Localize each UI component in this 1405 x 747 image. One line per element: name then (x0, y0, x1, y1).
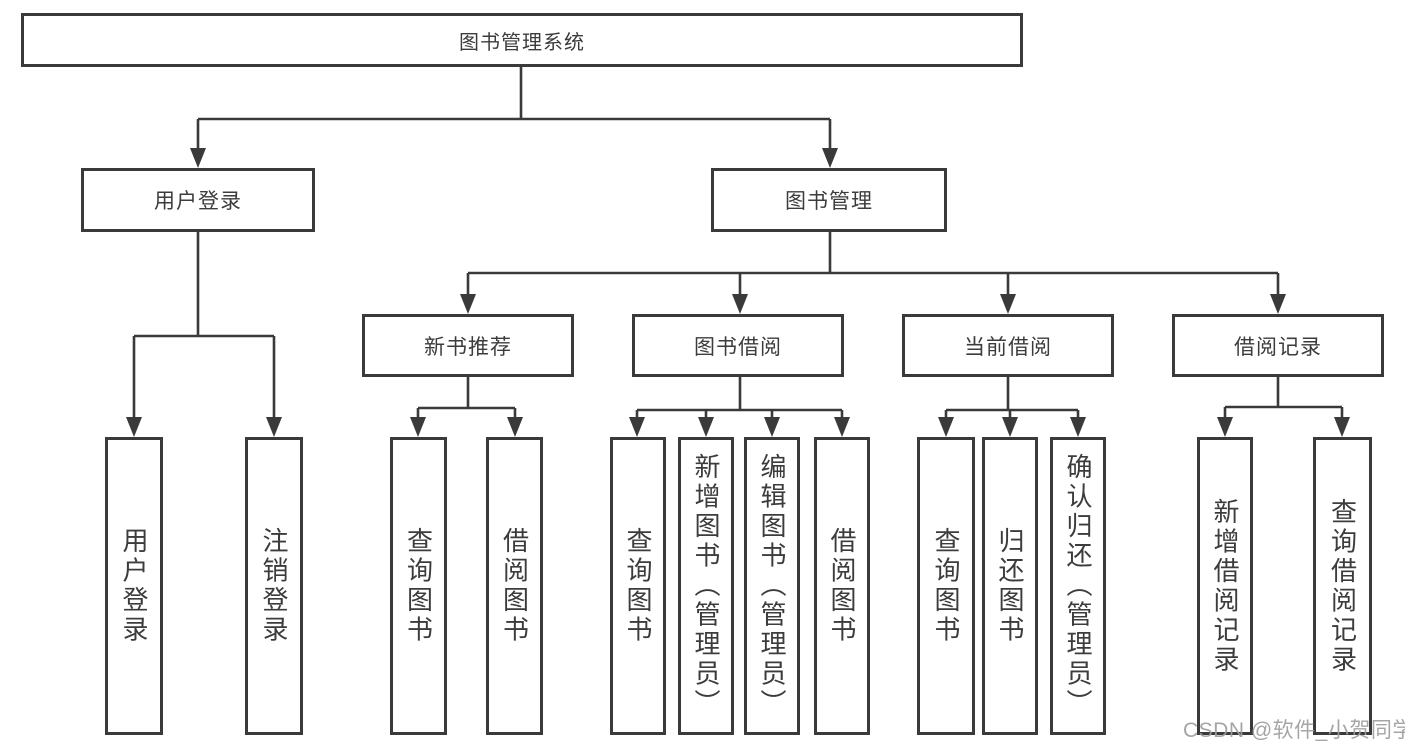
leaf-confirm-return-admin: 确认归还（管理员） (1050, 437, 1106, 735)
leaf-query-borrow-record: 查询借阅记录 (1313, 437, 1372, 735)
node-borrowing-records-label: 借阅记录 (1234, 335, 1322, 359)
leaf-return-book-label: 归还图书 (995, 527, 1025, 645)
leaf-confirm-return-admin-label: 确认归还（管理员） (1063, 453, 1093, 719)
leaf-user-login-label: 用户登录 (119, 527, 149, 645)
node-borrowing-records: 借阅记录 (1172, 314, 1384, 377)
node-book-borrowing: 图书借阅 (632, 314, 844, 377)
leaf-user-login: 用户登录 (105, 437, 163, 735)
leaf-borrow-books-borrowing-label: 借阅图书 (827, 527, 857, 645)
leaf-return-book: 归还图书 (982, 437, 1038, 735)
leaf-borrow-books-recommend: 借阅图书 (486, 437, 543, 735)
connector-new-book-children (410, 377, 523, 437)
leaf-borrow-books-recommend-label: 借阅图书 (499, 527, 530, 645)
leaf-add-borrow-record: 新增借阅记录 (1197, 437, 1253, 735)
connector-current-borrowing-children (938, 377, 1086, 437)
connector-records-children (1217, 377, 1350, 437)
leaf-query-books-borrowing-label: 查询图书 (623, 527, 653, 645)
leaf-query-books-recommend-label: 查询图书 (403, 527, 434, 645)
node-new-book-recommend-label: 新书推荐 (424, 335, 512, 359)
leaf-logout-label: 注销登录 (259, 527, 289, 645)
connector-book-borrowing-children (629, 377, 850, 437)
leaf-query-books-current: 查询图书 (917, 437, 975, 735)
leaf-add-book-admin: 新增图书（管理员） (678, 437, 734, 735)
connector-user-login-children (126, 232, 282, 437)
node-new-book-recommend: 新书推荐 (362, 314, 574, 377)
node-library-system-label: 图书管理系统 (459, 31, 585, 54)
leaf-query-books-borrowing: 查询图书 (610, 437, 666, 735)
node-user-login-label: 用户登录 (154, 190, 242, 213)
leaf-edit-book-admin-label: 编辑图书（管理员） (757, 453, 787, 719)
leaf-query-books-recommend: 查询图书 (390, 437, 447, 735)
leaf-edit-book-admin: 编辑图书（管理员） (744, 437, 800, 735)
leaf-add-book-admin-label: 新增图书（管理员） (691, 453, 721, 719)
leaf-logout: 注销登录 (245, 437, 303, 735)
leaf-query-borrow-record-label: 查询借阅记录 (1327, 497, 1358, 675)
node-current-borrowing: 当前借阅 (902, 314, 1114, 377)
connector-root-to-level2 (190, 66, 838, 168)
leaf-query-books-current-label: 查询图书 (931, 527, 961, 645)
node-user-login: 用户登录 (81, 168, 315, 232)
node-book-borrowing-label: 图书借阅 (694, 335, 782, 359)
node-library-system: 图书管理系统 (21, 13, 1023, 67)
node-book-management: 图书管理 (711, 168, 947, 232)
node-current-borrowing-label: 当前借阅 (964, 335, 1052, 359)
csdn-watermark: CSDN @软件_小贺同学 (1183, 719, 1405, 742)
node-book-management-label: 图书管理 (785, 190, 873, 213)
leaf-add-borrow-record-label: 新增借阅记录 (1210, 497, 1240, 675)
leaf-borrow-books-borrowing: 借阅图书 (814, 437, 870, 735)
connector-book-mgmt-to-level3 (460, 232, 1286, 314)
